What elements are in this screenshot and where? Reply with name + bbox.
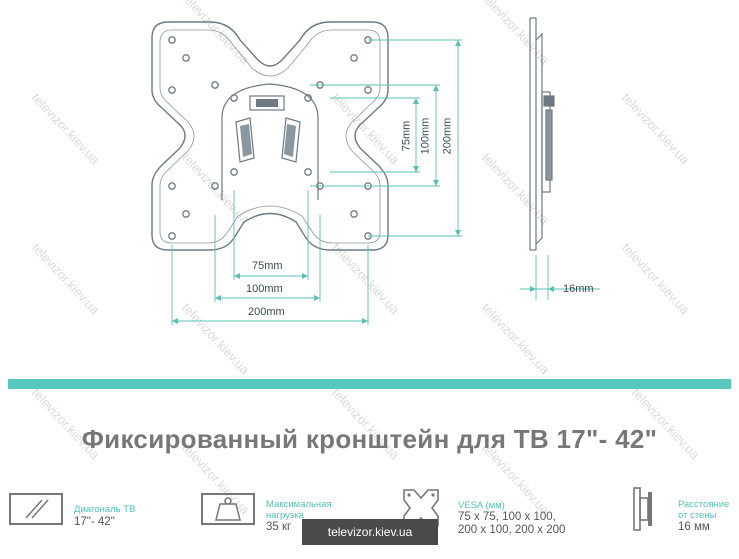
lock-block xyxy=(249,95,285,111)
plate-outline xyxy=(151,21,389,251)
mounting-hole xyxy=(304,94,312,102)
mounting-hole xyxy=(364,86,372,94)
mounting-hole xyxy=(230,168,238,176)
mounting-hole xyxy=(168,182,176,190)
spec-label: Диагональ ТВ xyxy=(74,504,136,515)
dim-label-200-vertical: 200mm xyxy=(441,117,454,155)
mounting-hole xyxy=(230,94,238,102)
bracket-drawing xyxy=(151,17,600,325)
mounting-hole xyxy=(182,210,190,218)
mounting-hole xyxy=(168,232,176,240)
mounting-hole xyxy=(350,210,358,218)
dim-label-100-horizontal: 100mm xyxy=(246,283,283,295)
dim-label-200-horizontal: 200mm xyxy=(248,306,285,318)
mounting-hole xyxy=(211,182,219,190)
spec-label: Максимальная нагрузка xyxy=(266,499,332,521)
spec-value: 17"- 42" xyxy=(74,516,115,528)
right-hook xyxy=(281,117,301,163)
dim-label-75-vertical: 75mm xyxy=(400,120,413,152)
plate-inner-outline xyxy=(159,29,381,244)
mounting-hole xyxy=(182,54,190,62)
dim-label-depth: 16mm xyxy=(563,283,594,295)
spec-diagonal: Диагональ ТВ 17"- 42" xyxy=(8,490,178,540)
spec-value: 16 мм xyxy=(678,521,710,533)
product-title: Фиксированный кронштейн для ТВ 17"- 42" xyxy=(81,424,658,454)
center-arch xyxy=(221,83,319,200)
mounting-hole xyxy=(168,36,176,44)
accent-divider xyxy=(8,379,731,389)
dim-label-75-horizontal: 75mm xyxy=(252,260,283,272)
tv-diagonal-icon xyxy=(9,493,63,525)
spec-label: VESA (мм) xyxy=(458,500,505,511)
spec-label: Расстояние от стены xyxy=(678,499,730,521)
side-view xyxy=(529,17,555,251)
spec-load: Максимальная нагрузка 35 кг xyxy=(200,490,350,540)
wall-distance-icon xyxy=(633,487,652,531)
left-hook xyxy=(235,117,255,163)
spec-vesa: VESA (мм) 75 x 75, 100 x 100, 200 x 100,… xyxy=(398,489,588,540)
weight-icon xyxy=(201,493,255,525)
mounting-hole xyxy=(304,168,312,176)
mounting-hole xyxy=(211,81,219,89)
site-badge: televizor.kiev.ua xyxy=(302,519,438,545)
spec-value: 35 кг xyxy=(266,521,292,533)
spec-value: 75 x 75, 100 x 100, 200 x 100, 200 x 200 xyxy=(458,511,566,536)
mounting-hole xyxy=(168,86,176,94)
spec-wall-distance: Расстояние от стены 16 мм xyxy=(630,487,735,540)
dim-label-100-vertical: 100mm xyxy=(419,117,432,155)
mounting-hole xyxy=(350,54,358,62)
